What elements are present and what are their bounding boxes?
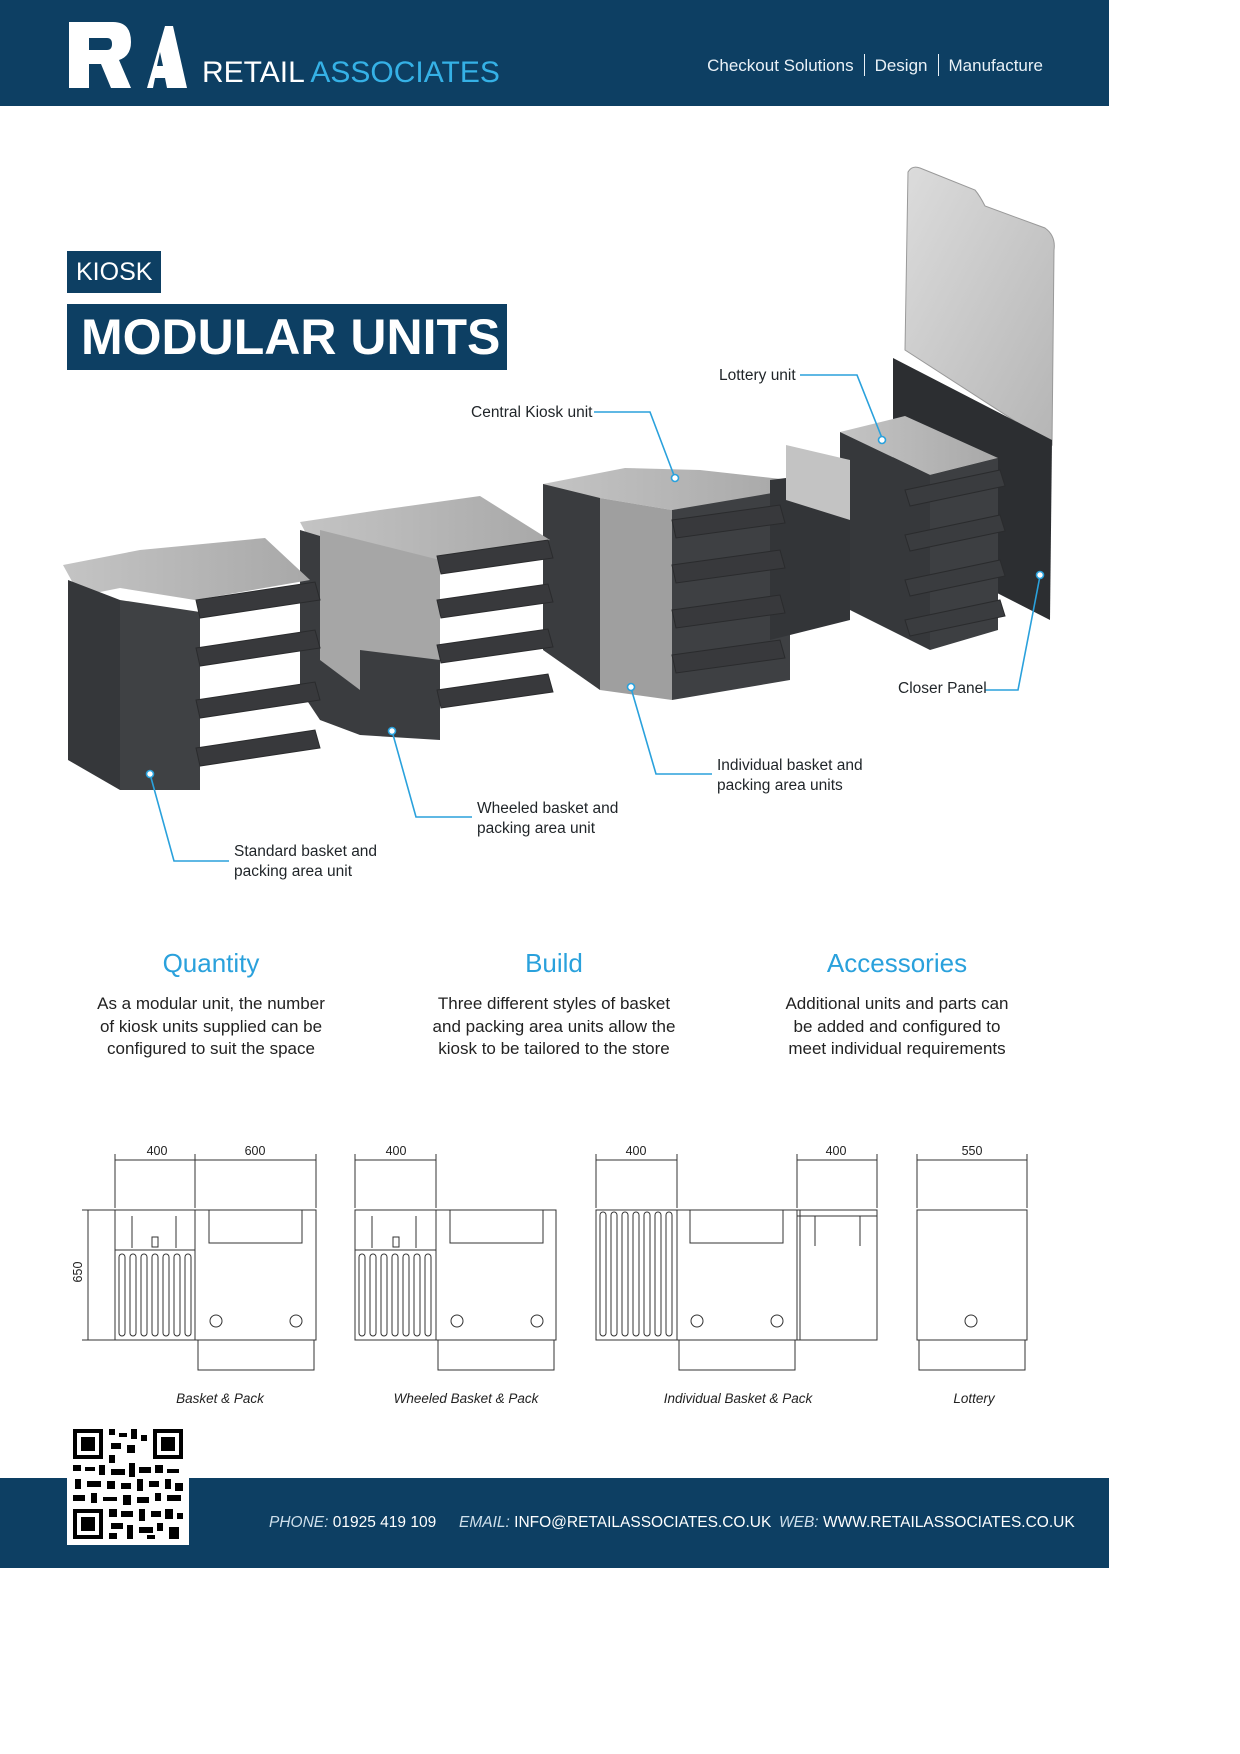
ra-logo-icon	[69, 22, 187, 88]
phone-label: PHONE:	[269, 1514, 329, 1531]
footer-web: WEB: WWW.RETAILASSOCIATES.CO.UK	[779, 1514, 1075, 1532]
web-value[interactable]: WWW.RETAILASSOCIATES.CO.UK	[822, 1514, 1075, 1531]
kiosk-illustration	[63, 166, 1055, 862]
callout-line: packing area unit	[477, 820, 596, 837]
nav-checkout[interactable]: Checkout Solutions	[707, 56, 854, 75]
dim-650: 650	[71, 1261, 85, 1283]
page-title: MODULAR UNITS	[67, 304, 507, 370]
nav-design[interactable]: Design	[874, 56, 928, 75]
dim-400-b: 400	[385, 1144, 407, 1158]
feature-title: Build	[525, 948, 583, 978]
technical-drawings	[82, 1154, 1028, 1371]
header-nav: Checkout Solutions Design Manufacture	[707, 54, 1043, 76]
dim-550: 550	[961, 1144, 983, 1158]
feature-accessories: Accessories Additional units and parts c…	[772, 948, 1022, 1061]
web-label: WEB:	[779, 1514, 819, 1531]
callout-line: packing area units	[717, 777, 843, 794]
callout-central: Central Kiosk unit	[471, 404, 593, 421]
dim-600: 600	[244, 1144, 266, 1158]
caption-basket-pack: Basket & Pack	[176, 1391, 264, 1406]
callout-line: Standard basket and	[234, 843, 378, 860]
callout-closer: Closer Panel	[898, 680, 987, 697]
dim-400-a: 400	[146, 1144, 168, 1158]
callout-line: packing area unit	[234, 863, 353, 880]
caption-individual: Individual Basket & Pack	[663, 1391, 813, 1406]
callout-wheeled: Wheeled basket and packing area unit	[477, 799, 618, 839]
header-bar: RETAIL ASSOCIATES Checkout Solutions Desi…	[0, 0, 1109, 106]
brand-accent: ASSOCIATES	[310, 56, 500, 89]
nav-divider	[937, 54, 939, 76]
email-label: EMAIL:	[459, 1514, 510, 1531]
nav-divider	[863, 54, 865, 76]
dim-400-d: 400	[825, 1144, 847, 1158]
phone-value[interactable]: 01925 419 109	[332, 1514, 437, 1531]
qr-code-icon	[73, 1429, 183, 1539]
callout-line: Individual basket and	[717, 757, 863, 774]
qr-code[interactable]	[67, 1423, 189, 1545]
feature-title: Quantity	[162, 948, 260, 978]
caption-lottery: Lottery	[953, 1391, 995, 1406]
callout-line: Wheeled basket and	[477, 800, 619, 817]
caption-wheeled: Wheeled Basket & Pack	[393, 1391, 539, 1406]
footer-email: EMAIL: INFO@RETAILASSOCIATES.CO.UK	[459, 1514, 771, 1532]
callout-standard: Standard basket and packing area unit	[234, 842, 377, 882]
nav-manufacture[interactable]: Manufacture	[948, 56, 1044, 75]
brand-name: RETAIL ASSOCIATES	[202, 56, 500, 90]
dim-400-c: 400	[625, 1144, 647, 1158]
footer-phone: PHONE: 01925 419 109	[269, 1514, 436, 1532]
brand-plain: RETAIL	[202, 56, 304, 89]
callout-individual: Individual basket and packing area units	[717, 756, 863, 796]
feature-title: Accessories	[826, 948, 968, 978]
callout-lottery: Lottery unit	[719, 367, 796, 384]
email-value[interactable]: INFO@RETAILASSOCIATES.CO.UK	[514, 1514, 772, 1531]
kiosk-tag: KIOSK	[67, 251, 162, 293]
